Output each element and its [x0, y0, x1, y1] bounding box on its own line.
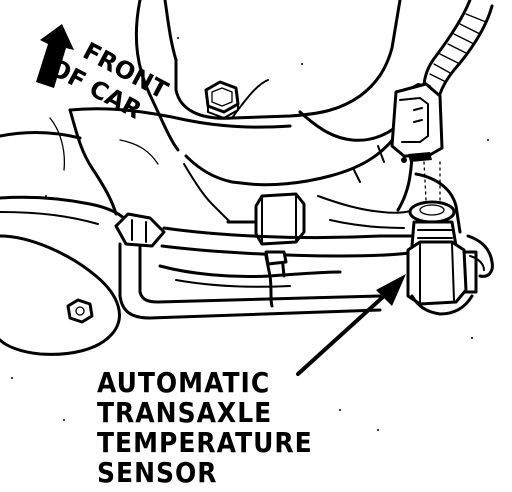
callout-arrow [296, 274, 406, 376]
upper-nut [204, 80, 240, 119]
sensor-connector [390, 82, 444, 163]
callout-line4: SENSOR [97, 456, 218, 489]
side-panel [0, 234, 121, 356]
front-arrow-icon [36, 24, 74, 88]
transaxle-housing [0, 0, 494, 278]
alignment-guide [423, 161, 441, 201]
cooler-line [114, 212, 422, 320]
callout-line2: TRANSAXLE [97, 396, 273, 429]
callout-line1: AUTOMATIC [97, 366, 271, 399]
temperature-sensor [406, 200, 478, 316]
callout-line3: TEMPERATURE [97, 426, 313, 459]
lower-left-nut [66, 298, 94, 324]
wiring-harness [403, 0, 494, 96]
scan-speckles [11, 37, 489, 477]
